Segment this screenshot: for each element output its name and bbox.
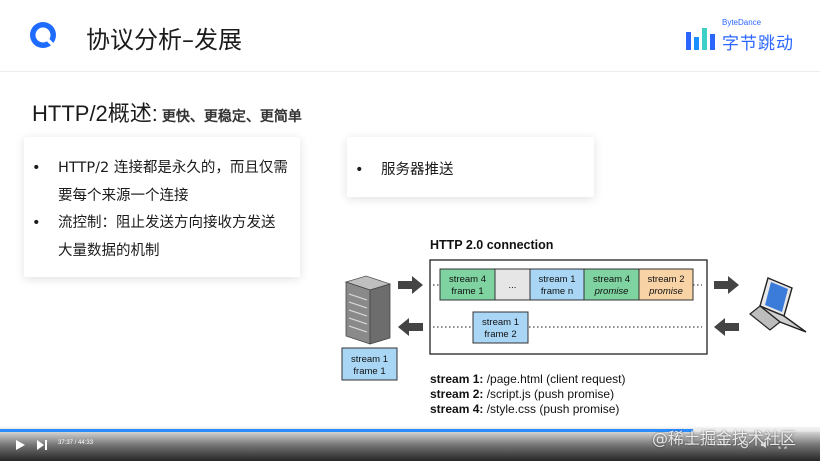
watermark: @稀土掘金技术社区 xyxy=(652,429,797,448)
server-icon xyxy=(344,275,392,345)
volume-icon[interactable] xyxy=(760,440,769,449)
bullet-dot: • xyxy=(32,215,41,231)
frame-box xyxy=(341,347,398,381)
bottom-frame: stream 1 frame 2 xyxy=(472,311,529,344)
frame-label: stream 4 xyxy=(449,274,486,285)
slide-title: 协议分析–发展 xyxy=(86,26,242,54)
arrow-right-icon xyxy=(398,276,423,294)
arrow-right-icon xyxy=(714,276,739,294)
bullet-line: 大量数据的机制 xyxy=(58,243,160,259)
top-frame: ... xyxy=(494,268,531,301)
section-heading-sub: 更快、更稳定、更简单 xyxy=(161,109,302,125)
frame-label: frame 1 xyxy=(451,286,483,297)
frame-label: stream 2 xyxy=(648,274,685,285)
top-frame: stream 4 promise xyxy=(583,268,640,301)
top-frame: stream 4 frame 1 xyxy=(439,268,496,301)
speed-button[interactable]: 2x xyxy=(688,441,695,447)
bullet-line: 要每个来源一个连接 xyxy=(58,188,189,204)
feature-card-left: • HTTP/2 连接都是永久的，而且仅需 要每个来源一个连接 • 流控制：阻止… xyxy=(24,137,300,277)
frame-box xyxy=(529,268,585,301)
frame-label: ... xyxy=(509,280,517,291)
bullet-item: • HTTP/2 连接都是永久的，而且仅需 要每个来源一个连接 xyxy=(32,154,294,210)
progress-fill xyxy=(0,429,693,432)
frame-label: stream 1 xyxy=(482,317,519,328)
frame-box xyxy=(439,268,496,301)
quality-button[interactable]: 1080p xyxy=(711,441,728,447)
brand-name-en: ByteDance xyxy=(722,18,762,27)
bullet-item: • 流控制：阻止发送方向接收方发送 大量数据的机制 xyxy=(32,209,294,265)
bytedance-logo: ByteDance 字节跳动 xyxy=(686,18,796,54)
bullet-line: 服务器推送 xyxy=(381,162,454,178)
diagram-canvas: HTTP 2.0 connection stream 4 frame 1 ...… xyxy=(341,238,807,381)
legend-key: stream 2: xyxy=(430,387,484,401)
frame-box xyxy=(472,311,529,344)
section-heading-main: HTTP/2概述: xyxy=(32,101,158,126)
fullscreen-icon[interactable] xyxy=(778,440,787,449)
feature-card-right: • 服务器推送 xyxy=(347,137,594,197)
frame-label: promise xyxy=(594,286,629,297)
bullet-item: • 服务器推送 xyxy=(355,156,585,184)
arrow-left-icon xyxy=(714,318,739,336)
settings-icon[interactable] xyxy=(740,440,749,449)
frame-box xyxy=(638,268,694,301)
diagram-title: HTTP 2.0 connection xyxy=(430,238,553,252)
bullet-dot: • xyxy=(355,162,364,178)
legend-row: stream 2: /script.js (push promise) xyxy=(430,387,614,401)
frame-label: frame 2 xyxy=(484,329,516,340)
bullet-dot: • xyxy=(32,160,41,176)
legend-value: /style.css (push promise) xyxy=(486,402,620,416)
brand-name-cn: 字节跳动 xyxy=(722,34,794,54)
frame-label: stream 1 xyxy=(351,354,388,365)
legend-value: /script.js (push promise) xyxy=(486,387,615,401)
arrow-left-icon xyxy=(398,318,423,336)
playback-time: 37:37 / 44:33 xyxy=(58,440,94,446)
section-heading: HTTP/2概述:更快、更稳定、更简单 xyxy=(32,96,302,128)
legend-row: stream 4: /style.css (push promise) xyxy=(430,402,619,416)
top-frame: stream 1 frame n xyxy=(529,268,585,301)
legend-value: /page.html (client request) xyxy=(486,372,626,386)
legend-key: stream 4: xyxy=(430,402,484,416)
server-frame: stream 1 frame 1 xyxy=(341,347,398,381)
frame-box xyxy=(494,268,531,301)
legend-row: stream 1: /page.html (client request) xyxy=(430,372,625,386)
frame-label: stream 4 xyxy=(593,274,630,285)
top-frame: stream 2 promise xyxy=(638,268,694,301)
next-icon[interactable] xyxy=(36,439,48,451)
header-divider xyxy=(0,71,820,72)
laptop-icon xyxy=(749,277,807,333)
frame-label: stream 1 xyxy=(539,274,576,285)
bytedance-bars-icon xyxy=(686,28,715,50)
bullet-line: 流控制：阻止发送方向接收方发送 xyxy=(58,215,276,231)
bullet-line: HTTP/2 连接都是永久的，而且仅需 xyxy=(58,160,288,176)
http2-connection-diagram: HTTP 2.0 connection stream 4 frame 1 ...… xyxy=(330,232,820,428)
frame-label: frame n xyxy=(541,286,573,297)
app-logo-icon xyxy=(30,22,56,48)
play-icon[interactable] xyxy=(14,439,26,451)
frame-label: frame 1 xyxy=(353,366,385,377)
frame-label: promise xyxy=(648,286,683,297)
legend-key: stream 1: xyxy=(430,372,484,386)
